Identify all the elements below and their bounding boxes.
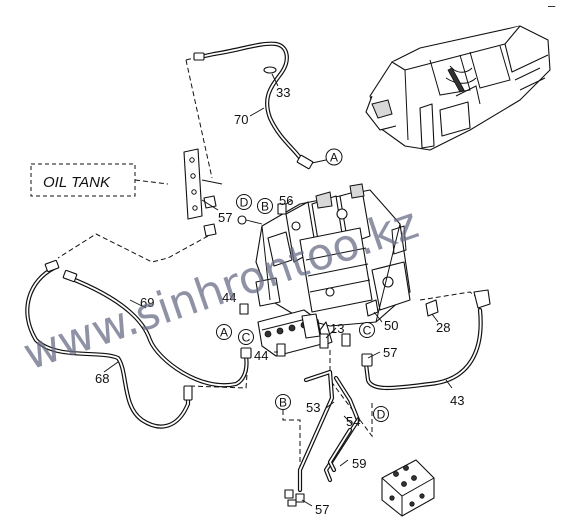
leader-53 <box>325 401 335 409</box>
callout-44a: 44 <box>222 290 236 305</box>
oil-tank-text: OIL TANK <box>43 174 111 191</box>
leader-33 <box>271 73 279 87</box>
callout-57c: 57 <box>315 502 329 517</box>
dashed-route-left <box>57 233 209 263</box>
svg-text:C: C <box>242 331 251 345</box>
callout-13: 13 <box>330 321 344 336</box>
excavator-location-inset <box>365 25 551 151</box>
hose-69 <box>62 269 252 388</box>
hose-68 <box>25 259 193 429</box>
leader-28 <box>431 313 439 323</box>
callout-53: 53 <box>306 400 320 415</box>
svg-text:B: B <box>261 200 269 214</box>
leader-43 <box>445 379 453 389</box>
pipe-53 <box>297 369 335 493</box>
dashed-route-right <box>419 291 481 301</box>
svg-text:A: A <box>220 326 228 340</box>
svg-text:B: B <box>279 396 287 410</box>
hose-70 <box>193 41 327 170</box>
leader-57b <box>367 351 381 359</box>
ref-mark-c-right: C <box>359 322 375 338</box>
hose-43 <box>361 289 491 391</box>
fitting-28 <box>425 299 439 317</box>
fitting-57-bottom <box>284 489 305 507</box>
corner-mark: – <box>548 0 556 13</box>
svg-text:D: D <box>240 196 249 210</box>
oil-tank-port-plate <box>183 148 223 237</box>
control-valve-assembly <box>255 183 411 327</box>
leader-13 <box>325 327 337 339</box>
leader-54 <box>343 415 353 425</box>
callout-50: 50 <box>384 318 398 333</box>
dashed-guide-top <box>185 57 213 179</box>
callout-57b: 57 <box>383 345 397 360</box>
pipe-54 <box>323 375 361 483</box>
callout-56: 56 <box>279 193 293 208</box>
svg-text:A: A <box>330 151 338 165</box>
dashed-route-b-to-fittings <box>282 402 301 490</box>
callout-43: 43 <box>450 393 464 408</box>
ref-mark-d-top: D <box>236 194 252 210</box>
callout-69: 69 <box>140 295 154 310</box>
callout-59: 59 <box>352 456 366 471</box>
manifold-block <box>381 459 435 517</box>
svg-text:D: D <box>377 408 386 422</box>
svg-text:C: C <box>363 324 372 338</box>
leader-69 <box>129 299 147 309</box>
callout-28: 28 <box>436 320 450 335</box>
ref-mark-b-bottom: B <box>275 394 291 410</box>
fitting-57-top <box>237 215 263 225</box>
fitting-56 <box>277 199 293 215</box>
pipe-59 <box>327 427 353 473</box>
callout-57a: 57 <box>218 210 232 225</box>
ref-mark-a-left: A <box>216 324 232 340</box>
callout-44b: 44 <box>254 348 268 363</box>
leader-70 <box>249 107 265 117</box>
oil-tank-label: OIL TANK <box>30 163 169 197</box>
leader-68 <box>103 361 119 373</box>
connector-13 <box>319 333 351 349</box>
leader-59 <box>339 459 349 467</box>
ref-mark-d-bottom: D <box>373 406 389 422</box>
ref-mark-a-top: A <box>325 148 343 166</box>
leader-50 <box>373 311 383 323</box>
callout-68: 68 <box>95 371 109 386</box>
leader-57c <box>301 499 313 507</box>
ref-mark-b-top: B <box>257 198 273 214</box>
fitting-44-lower <box>276 343 286 357</box>
callout-54: 54 <box>346 414 360 429</box>
callout-70: 70 <box>234 112 248 127</box>
fitting-50 <box>365 299 379 317</box>
callout-33: 33 <box>276 85 290 100</box>
ref-mark-c-left: C <box>238 329 254 345</box>
fitting-44-upper <box>239 303 249 315</box>
